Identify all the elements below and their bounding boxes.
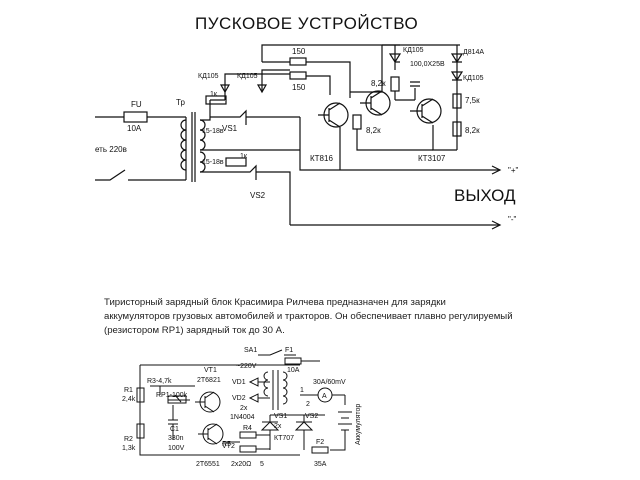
resistor-1k-b: 1к [240, 153, 248, 160]
output-label: ВЫХОД [454, 186, 516, 205]
node-2: 2 [306, 401, 310, 408]
fuse-f2-rating: 35A [314, 461, 327, 468]
resistor-8k2-c: 8,2к [465, 126, 480, 135]
vt1-type: 2Т6821 [197, 377, 221, 384]
vt2-label: VT2 [222, 443, 235, 450]
meter-range: 30A/60mV [313, 379, 346, 386]
vd-qty: 2x [240, 405, 248, 412]
vt2-type: 2Т6551 [196, 461, 220, 468]
node-5: 5 [260, 461, 264, 468]
diode-kd105-d: КД105 [463, 75, 484, 82]
transistor-kt3107: КТ3107 [418, 154, 446, 163]
resistor-1k-a: 1к [210, 91, 218, 98]
transformer-label: Тр [176, 98, 185, 107]
description-line: (резистором RP1) зарядный ток до 30 А. [104, 325, 285, 336]
r4-label: R4 [243, 425, 252, 432]
r3-label: R3-4,7k [147, 378, 172, 385]
r5-label: R5 [222, 441, 231, 448]
fuse-label: FU [131, 100, 142, 109]
vs-type: КТ707 [274, 435, 294, 442]
r2-value: 1,3k [122, 445, 136, 452]
description-text: Тиристорный зарядный блок Красимира Рилч… [104, 296, 524, 338]
ammeter-icon: A [322, 393, 327, 400]
c1-label: C1 [170, 426, 179, 433]
resistor-8k2-b: 8,2к [366, 126, 381, 135]
vd1-label: VD1 [232, 379, 246, 386]
description-line: Тиристорный зарядный блок Красимира Рилч… [104, 297, 446, 308]
fuse-f1-rating: 10А [287, 367, 300, 374]
winding-label-b: 15-18в [202, 159, 224, 166]
fuse-rating: 10А [127, 124, 142, 133]
node-1: 1 [300, 387, 304, 394]
thyristor-vs2-label: VS2 [250, 191, 266, 200]
resistor-150-b: 150 [292, 83, 306, 92]
r1-label: R1 [124, 387, 133, 394]
mains-label: еть 220в [95, 145, 127, 154]
transistor-kt816: КТ816 [310, 154, 333, 163]
fuse-f2: F2 [316, 439, 324, 446]
diode-kd105-c: КД105 [403, 47, 424, 54]
top-title: ПУСКОВОЕ УСТРОЙСТВО [195, 14, 418, 33]
resistor-7k5: 7,5к [465, 96, 480, 105]
r4-r5-value: 2x20Ω [231, 461, 251, 468]
vt1-label: VT1 [204, 367, 217, 374]
zener-label: Д814А [463, 49, 484, 56]
mains-bottom: ~220V [236, 363, 257, 370]
rp1-label: RP1-100k [156, 392, 188, 399]
output-minus: "-" [508, 215, 517, 224]
resistor-150-a: 150 [292, 47, 306, 56]
vs1-label: VS1 [274, 413, 287, 420]
c1-value: 330n [168, 435, 184, 442]
diode-kd105-b: КД105 [237, 73, 258, 80]
vd-type: 1N4004 [230, 414, 255, 421]
fuse-f1: F1 [285, 347, 293, 354]
resistor-8k2-a: 8,2к [371, 79, 386, 88]
capacitor-label: 100,0Х25В [410, 61, 445, 68]
vs-qty: 2x [274, 423, 282, 430]
vd2-label: VD2 [232, 395, 246, 402]
switch-sa1: SA1 [244, 347, 257, 354]
thyristor-vs1-label: VS1 [222, 124, 238, 133]
vs2-label: VS2 [305, 413, 318, 420]
c1-voltage: 100V [168, 445, 185, 452]
winding-label-a: 15-18в [202, 128, 224, 135]
output-plus: "+" [508, 166, 519, 175]
battery-label: Аккумулятор [355, 404, 362, 445]
description-line: аккумуляторов грузовых автомобилей и тра… [104, 311, 513, 322]
r2-label: R2 [124, 436, 133, 443]
r1-value: 2,4k [122, 396, 136, 403]
diode-kd105-a: КД105 [198, 73, 219, 80]
